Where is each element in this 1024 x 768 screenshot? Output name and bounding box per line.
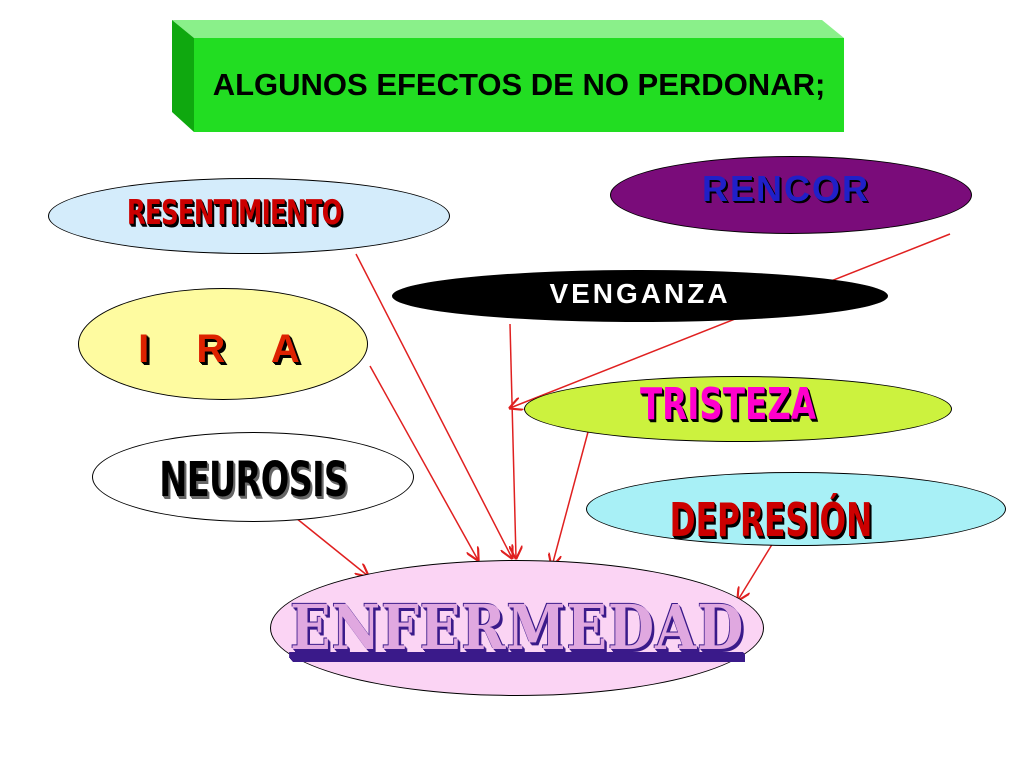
arrow-neurosis-enfermedad (295, 517, 368, 576)
title-box-top (172, 20, 844, 38)
node-enfermedad: ENFERMEDAD (270, 560, 764, 696)
title-box-side (172, 20, 194, 132)
node-venganza-label: VENGANZA (549, 278, 731, 309)
node-ira: I R A (78, 288, 368, 400)
node-tristeza: TRISTEZA (524, 376, 952, 442)
node-tristeza-label: TRISTEZA (639, 378, 817, 430)
node-rencor-label: RENCOR (701, 168, 870, 209)
diagram-title: ALGUNOS EFECTOS DE NO PERDONAR; (212, 67, 826, 102)
node-rencor: RENCOR (610, 156, 972, 234)
node-enfermedad-label: ENFERMEDAD (289, 590, 745, 664)
node-ira-label: I R A (138, 326, 318, 371)
node-resentimiento-label: RESENTIMIENTO (126, 193, 342, 233)
title-box-shape (172, 20, 844, 132)
arrow-venganza-enfermedad (510, 323, 516, 558)
node-neurosis: NEUROSIS (92, 432, 414, 522)
arrow-tristeza-enfermedad (552, 431, 589, 566)
node-depresion-label: DEPRESIÓN (669, 493, 873, 547)
node-resentimiento: RESENTIMIENTO (48, 178, 450, 254)
node-neurosis-label: NEUROSIS (158, 452, 348, 508)
title-box-face (194, 38, 844, 132)
title-box: ALGUNOS EFECTOS DE NO PERDONAR; (172, 20, 844, 132)
node-venganza: VENGANZA (392, 270, 888, 322)
node-depresion: DEPRESIÓN (586, 472, 1006, 547)
